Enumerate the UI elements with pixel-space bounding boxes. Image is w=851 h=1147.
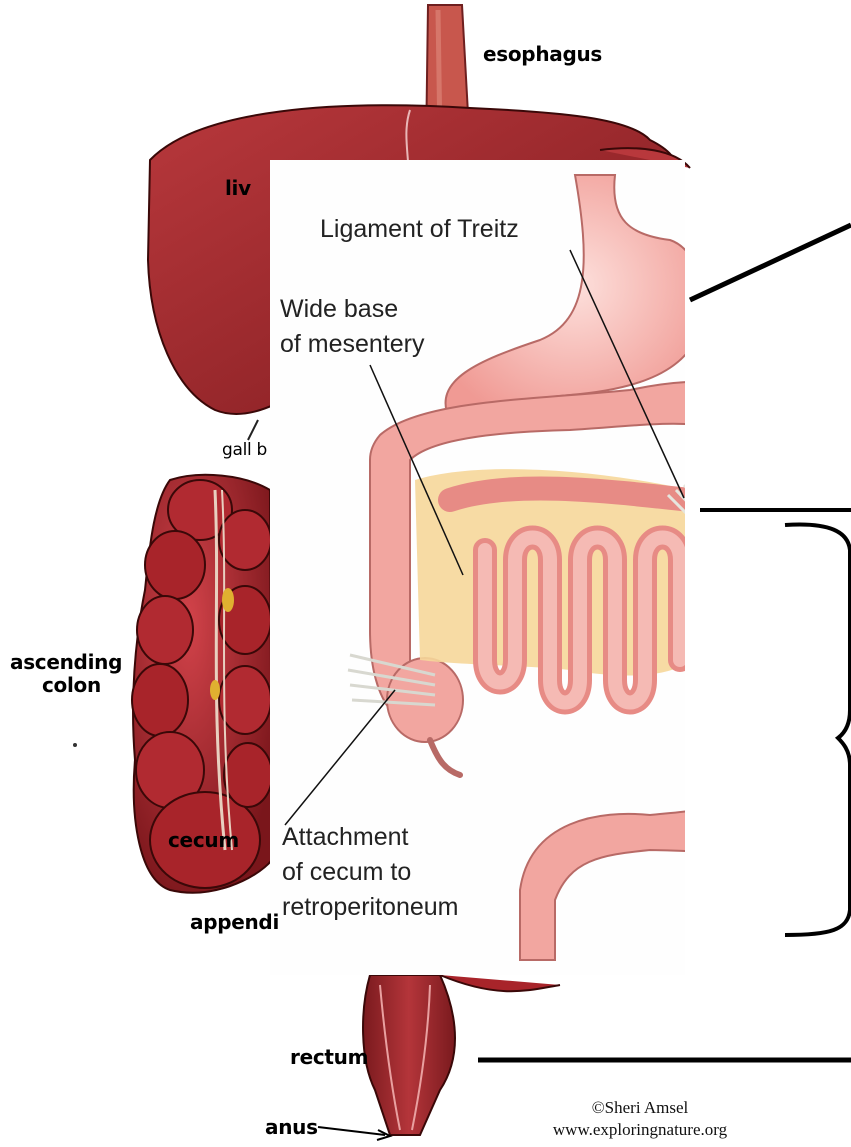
- esophagus-label: esophagus: [483, 42, 602, 66]
- credit-website: www.exploringnature.org: [490, 1119, 790, 1141]
- credit-author: ©Sheri Amsel: [490, 1097, 790, 1119]
- rectum-label: rectum: [290, 1045, 368, 1069]
- ligament-of-treitz-label: Ligament of Treitz: [320, 212, 519, 247]
- rectum-organ: [363, 975, 455, 1135]
- gall-bladder-label: gall b: [222, 440, 267, 460]
- attachment-label-line1: Attachment: [282, 820, 408, 855]
- attachment-label-line3: retroperitoneum: [282, 890, 458, 925]
- cecum-label: cecum: [168, 828, 239, 852]
- wide-base-label-line2: of mesentery: [280, 327, 425, 362]
- liver-label: liv: [225, 176, 251, 200]
- anus-label: anus: [265, 1115, 318, 1139]
- appendix-label: appendi: [190, 910, 279, 934]
- wide-base-label-line1: Wide base: [280, 292, 398, 327]
- cecum-pouch: [387, 658, 463, 742]
- ascending-colon-label-line1: ascending: [10, 650, 122, 674]
- appendix-organ: [430, 740, 460, 775]
- attachment-label-line2: of cecum to: [282, 855, 411, 890]
- overlay-illustration-panel: Ligament of Treitz Wide base of mesenter…: [270, 160, 685, 975]
- ascending-colon-label-line2: colon: [42, 673, 101, 697]
